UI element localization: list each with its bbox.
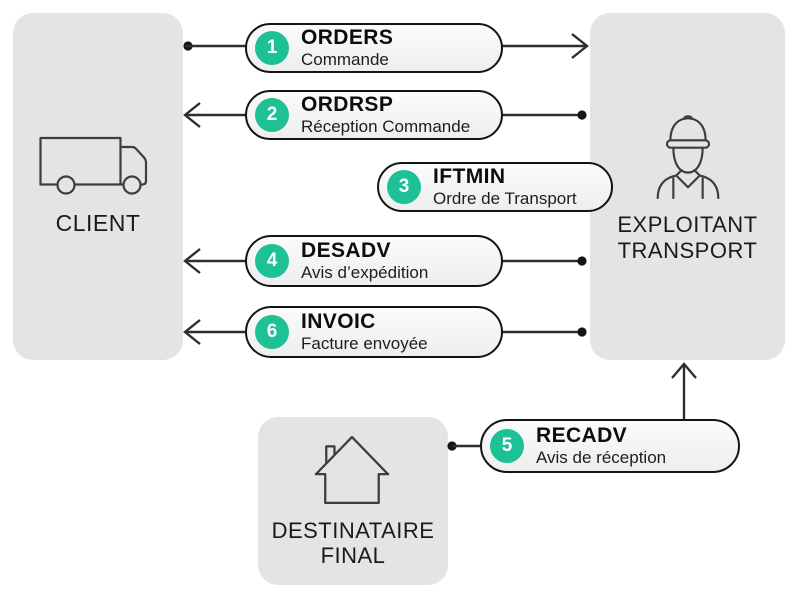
message-description: Avis de réception: [536, 447, 667, 467]
step-number-badge: 4: [255, 244, 289, 278]
arrowhead-left-icon: [183, 102, 201, 128]
message-code: DESADV: [301, 238, 391, 262]
arrowhead-left-icon: [183, 319, 201, 345]
entity-final-recipient: DESTINATAIRE FINAL: [258, 417, 448, 585]
house-icon: [311, 434, 395, 506]
message-pill-desadv: 4 DESADV Avis d’expédition: [245, 235, 503, 287]
step-number-badge: 3: [387, 170, 421, 204]
arrowhead-up-icon: [671, 362, 697, 379]
connector-dot: [577, 256, 587, 266]
arrowhead-right-icon: [571, 33, 589, 59]
message-pill-ordrsp: 2 ORDRSP Réception Commande: [245, 90, 503, 140]
entity-transport-operator: EXPLOITANT TRANSPORT: [590, 13, 785, 360]
message-code: ORDRSP: [301, 92, 394, 116]
message-description: Commande: [301, 49, 389, 69]
message-description: Avis d’expédition: [301, 262, 429, 282]
construction-worker-icon: [644, 110, 732, 200]
message-description: Ordre de Transport: [433, 188, 577, 208]
step-number-badge: 6: [255, 315, 289, 349]
entity-label-client: CLIENT: [55, 210, 141, 237]
entity-label-transport-operator: EXPLOITANT TRANSPORT: [617, 212, 758, 263]
entity-client: CLIENT: [13, 13, 183, 360]
truck-icon: [39, 136, 157, 198]
message-code: IFTMIN: [433, 164, 506, 188]
arrowhead-left-icon: [183, 248, 201, 274]
message-code: RECADV: [536, 423, 628, 447]
step-number-badge: 5: [490, 429, 524, 463]
message-pill-invoic: 6 INVOIC Facture envoyée: [245, 306, 503, 358]
entity-label-final-recipient: DESTINATAIRE FINAL: [271, 517, 435, 568]
message-pill-recadv: 5 RECADV Avis de réception: [480, 419, 740, 473]
message-pill-iftmin: 3 IFTMIN Ordre de Transport: [377, 162, 613, 212]
message-pill-orders: 1 ORDERS Commande: [245, 23, 503, 73]
connector-dot: [577, 327, 587, 337]
message-code: INVOIC: [301, 309, 376, 333]
message-description: Facture envoyée: [301, 333, 428, 353]
message-description: Réception Commande: [301, 116, 471, 136]
step-number-badge: 2: [255, 98, 289, 132]
step-number-badge: 1: [255, 31, 289, 65]
message-code: ORDERS: [301, 25, 394, 49]
connector-dot: [577, 110, 587, 120]
